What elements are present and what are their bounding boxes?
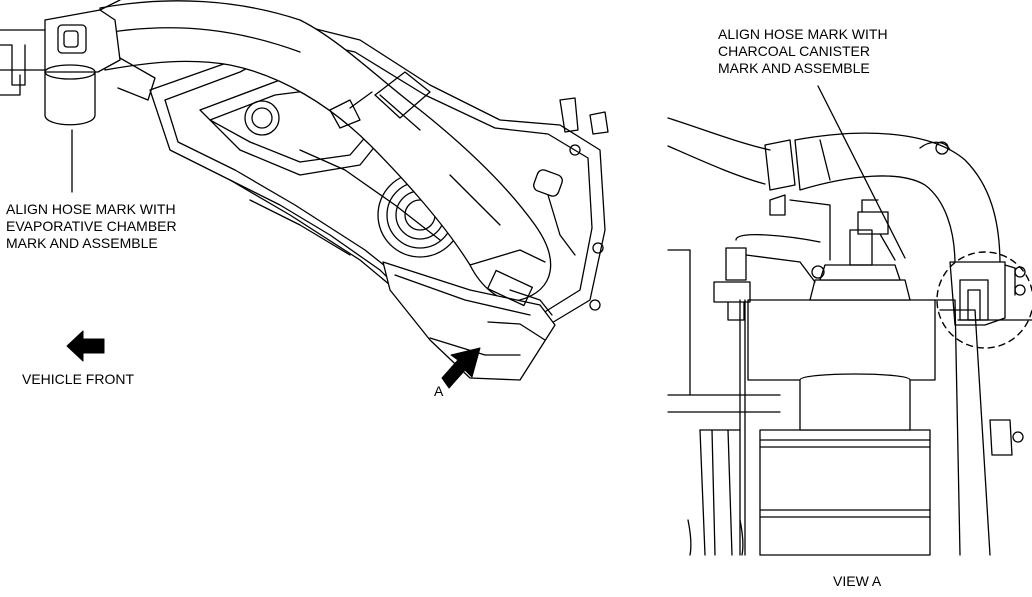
charcoal-callout-leader	[817, 85, 906, 259]
vehicle-front-label: VEHICLE FRONT	[22, 371, 135, 387]
charcoal-hose	[794, 132, 1001, 266]
mounting-bracket	[382, 261, 556, 381]
quick-connector	[0, 0, 156, 126]
charcoal-canister	[667, 249, 1032, 556]
charcoal-callout-line-2: CHARCOAL CANISTER	[718, 43, 870, 59]
view-caption: VIEW A	[833, 573, 882, 589]
left-arrow-icon	[66, 330, 105, 362]
view-arrow-label: A	[434, 383, 444, 399]
charcoal-callout-line-3: MARK AND ASSEMBLE	[718, 60, 870, 76]
hose-connector	[949, 261, 1026, 326]
evaporative-callout-line-3: MARK AND ASSEMBLE	[6, 235, 158, 251]
charcoal-callout: ALIGN HOSE MARK WITH CHARCOAL CANISTER M…	[718, 26, 888, 77]
evaporative-callout: ALIGN HOSE MARK WITH EVAPORATIVE CHAMBER…	[6, 201, 177, 252]
charcoal-callout-line-1: ALIGN HOSE MARK WITH	[718, 26, 888, 42]
evaporative-callout-line-1: ALIGN HOSE MARK WITH	[6, 201, 176, 217]
view-direction-arrow-icon	[441, 347, 481, 389]
evaporative-callout-line-2: EVAPORATIVE CHAMBER	[6, 218, 177, 234]
canister-valve	[809, 199, 911, 301]
highlight-circle	[936, 251, 1032, 349]
pressure-sensor	[713, 234, 825, 321]
